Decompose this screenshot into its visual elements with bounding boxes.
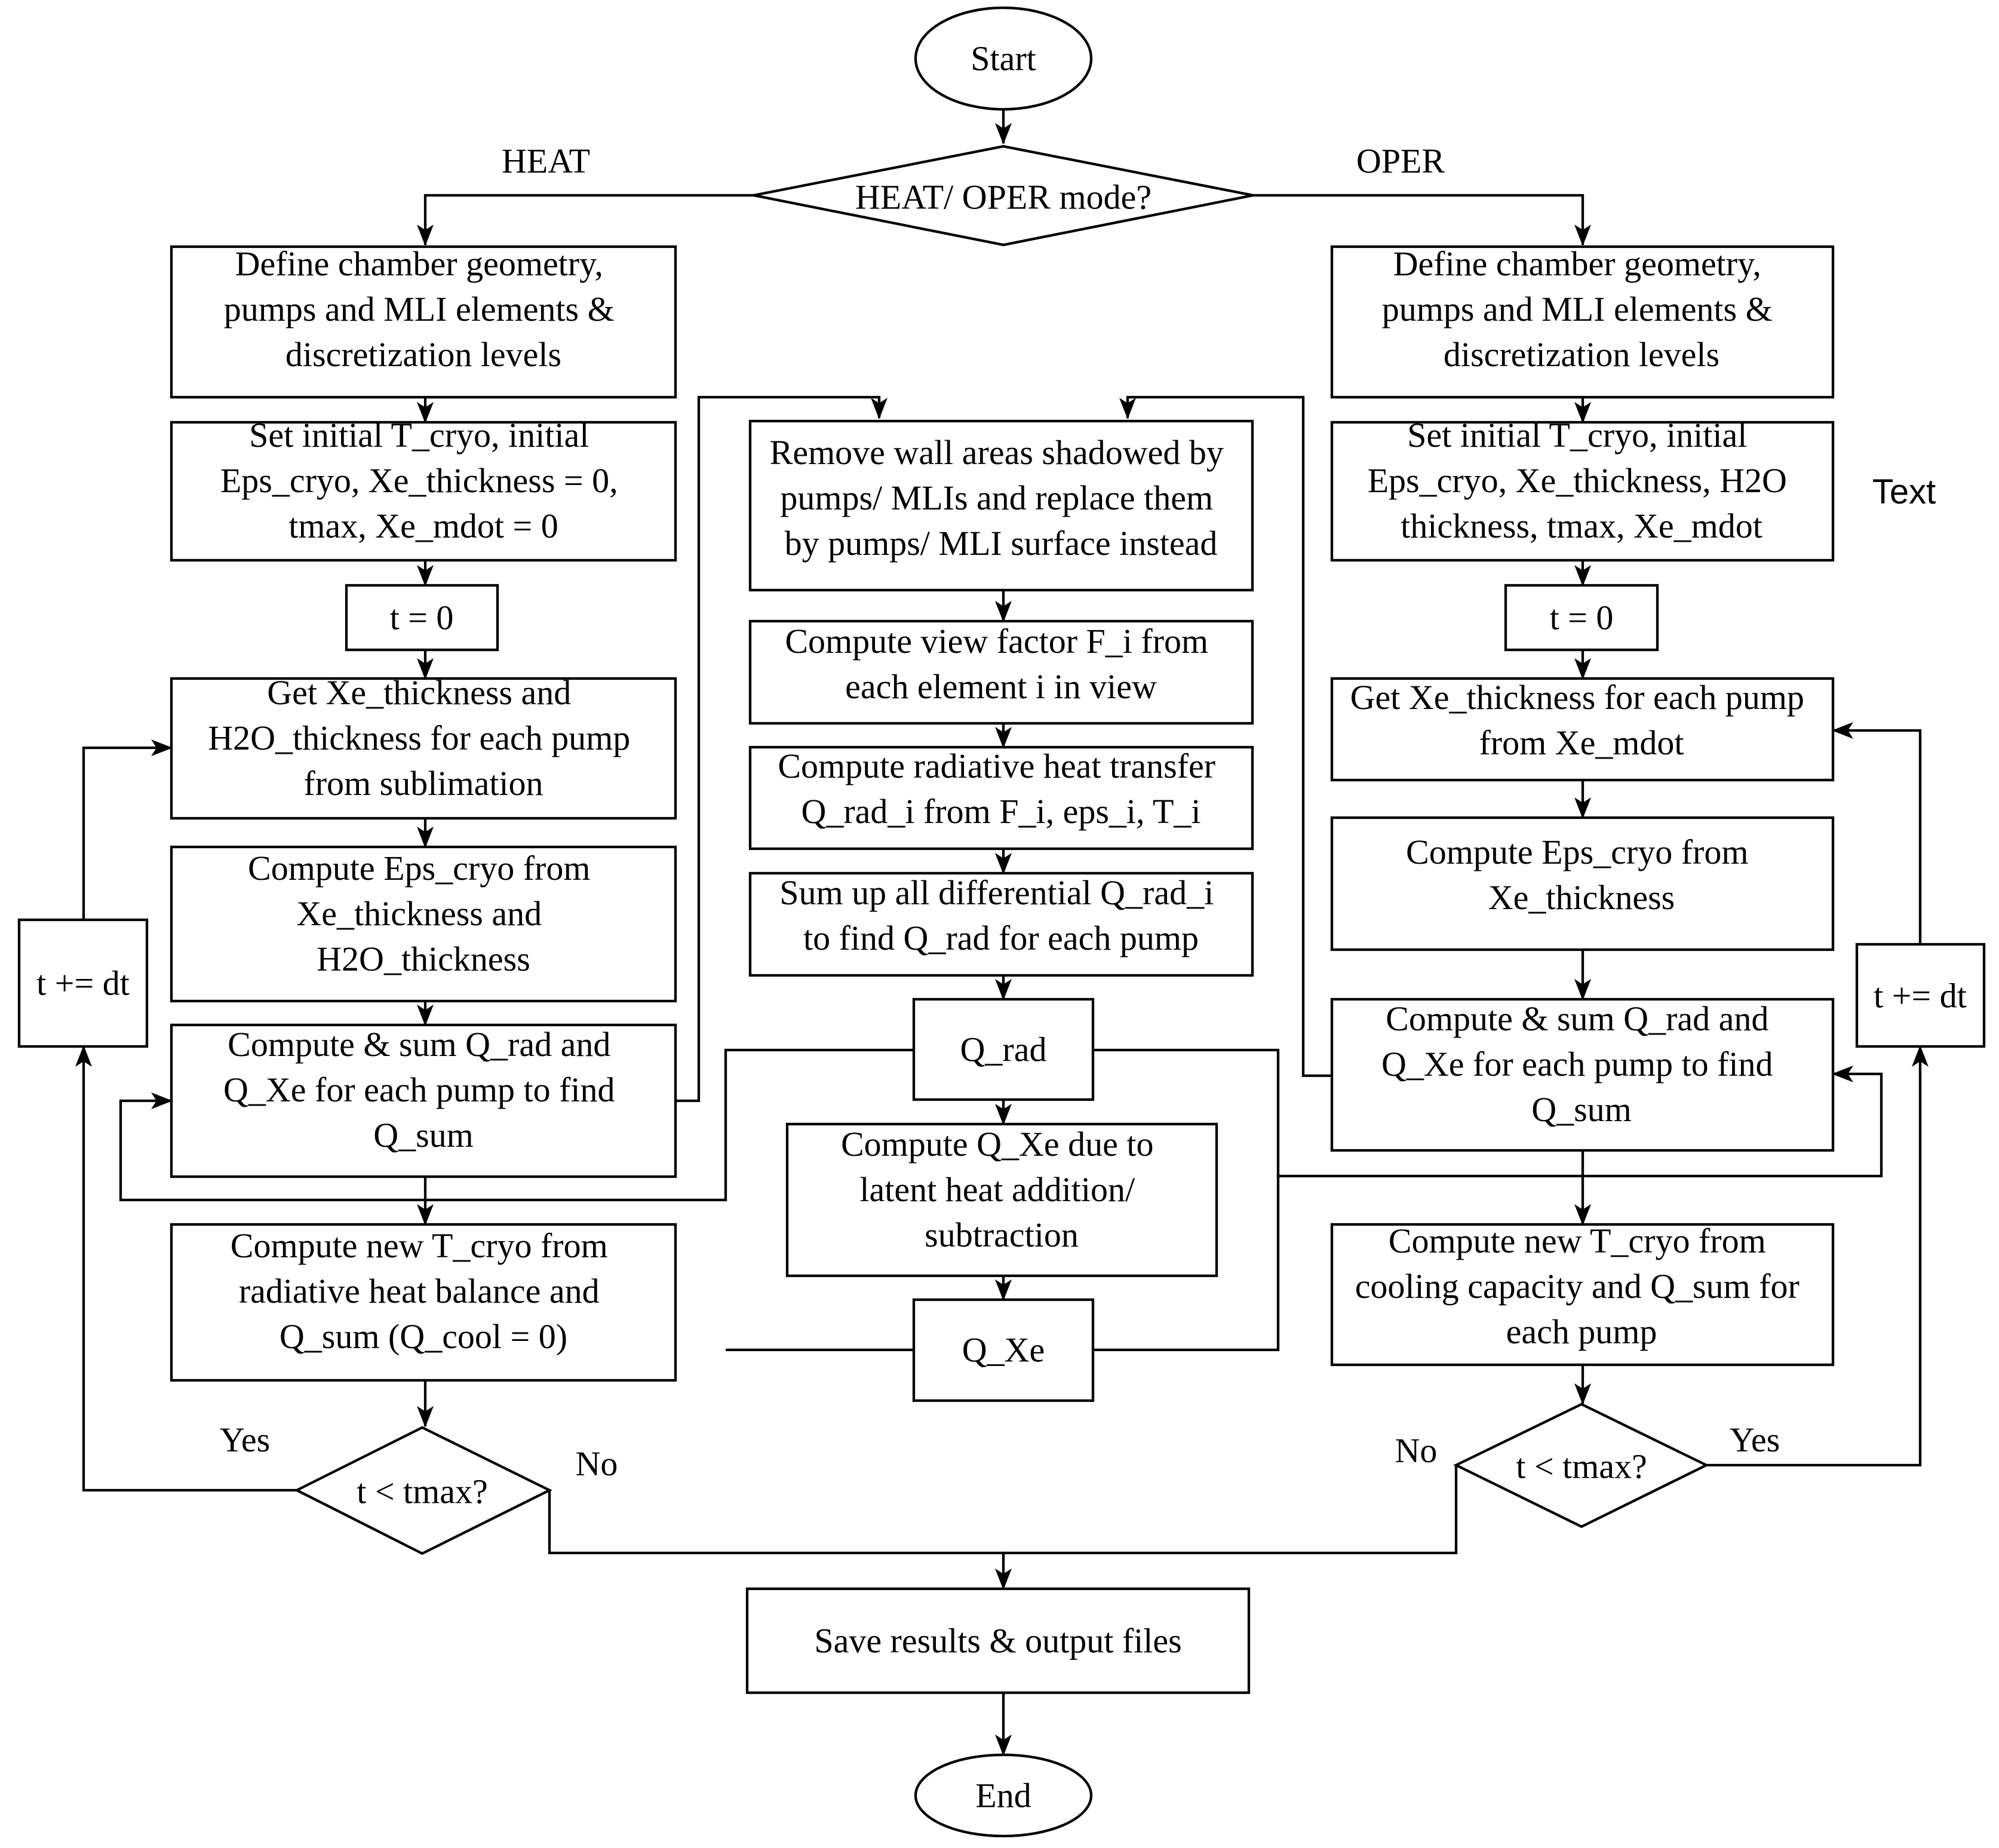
edge-oper-yes-to-incr [1706,1045,1929,1467]
oper-branch-label: OPER [1356,142,1445,180]
mid-latent-box [785,1122,1218,1278]
heat-no-label: No [576,1444,618,1483]
edge-qrad-qxe-to-heat-sum [119,1048,914,1202]
end-label: End [975,1776,1031,1815]
heat-condition-decision [294,1426,552,1555]
oper-increment-box [1855,943,1986,1048]
heat-init-box [170,420,677,562]
edge-mid-to-oper-sum [1278,1066,1883,1178]
heat-sum-text: Compute & sum Q_rad and Q_Xe for each pu… [223,1025,624,1155]
oper-define-text: Define chamber geometry, pumps and MLI e… [1382,244,1782,374]
oper-increment-text: t += dt [1874,977,1967,1015]
mid-remove-box [748,419,1254,592]
start-terminal [914,6,1093,111]
oper-condition-label: t < tmax? [1516,1447,1647,1486]
end-terminal [914,1753,1093,1838]
heat-newT-box [170,1223,677,1382]
edge-mode-to-heat [417,194,754,246]
oper-yes-label: Yes [1730,1420,1780,1459]
edge-heat-yes-to-incr [75,1045,297,1492]
oper-init-box [1330,420,1835,562]
oper-newT-box [1330,1223,1835,1367]
heat-yes-label: Yes [220,1420,270,1459]
start-label: Start [971,39,1036,78]
edge-heat-sum-to-mid [675,395,888,1103]
edge-oper-incr-to-getthick [1832,722,1922,944]
mid-radiative-text: Compute radiative heat transfer Q_rad_i … [778,747,1224,831]
edge-oper-no-to-save [1003,1465,1458,1555]
oper-t0-box [1504,584,1659,652]
edge-oper-sum-to-mid [1119,395,1332,1078]
heat-t0-text: t = 0 [390,598,454,637]
save-box [745,1587,1251,1694]
edge-heat-no-to-save [548,1490,1012,1590]
oper-t0-text: t = 0 [1550,598,1614,637]
edge-mode-to-oper [1253,194,1591,246]
heat-newT-text: Compute new T_cryo from radiative heat b… [231,1226,616,1356]
heat-getthick-text: Get Xe_thickness and H2O_thickness for e… [208,673,639,803]
heat-sum-box [170,1023,677,1178]
heat-define-text: Define chamber geometry, pumps and MLI e… [224,244,624,374]
mode-decision [753,145,1254,247]
oper-sum-text: Compute & sum Q_rad and Q_Xe for each pu… [1381,999,1782,1129]
oper-sum-box [1330,997,1835,1152]
heat-condition-label: t < tmax? [357,1472,488,1511]
oper-eps-box [1330,816,1835,951]
oper-init-text: Set initial T_cryo, initial Eps_cryo, Xe… [1368,416,1796,545]
oper-eps-text: Compute Eps_cryo from Xe_thickness [1406,833,1757,917]
mid-viewfactor-text: Compute view factor F_i from each elemen… [785,622,1217,706]
mid-qxe-text: Q_Xe [962,1331,1045,1370]
mid-radiative-box [748,745,1254,851]
heat-define-box [170,245,677,399]
oper-no-label: No [1395,1431,1438,1470]
mid-qrad-text: Q_rad [960,1030,1047,1069]
edge-labels: HEAT OPER Yes No No Yes Text [220,142,1936,1483]
mid-sumup-text: Sum up all differential Q_rad_i to find … [779,873,1222,957]
oper-newT-text: Compute new T_cryo from cooling capacity… [1355,1221,1808,1351]
save-text: Save results & output files [814,1622,1181,1660]
oper-condition-decision [1453,1402,1709,1528]
mid-qrad-box [912,997,1095,1101]
connectors [75,110,1929,1756]
mid-sumup-box [748,871,1254,977]
heat-t0-box [345,584,499,652]
oper-define-box [1330,245,1835,399]
mid-qxe-box [912,1298,1095,1402]
mid-viewfactor-box [748,619,1254,725]
stray-text-label: Text [1872,472,1936,511]
heat-eps-text: Compute Eps_cryo from Xe_thickness and H… [248,849,599,978]
nodes: Start End HEAT/ OPER mode? Define chambe… [17,6,1986,1838]
edge-heat-incr-to-getthick [82,739,173,920]
heat-branch-label: HEAT [502,142,590,180]
oper-getthick-text: Get Xe_thickness for each pump from Xe_m… [1350,678,1813,762]
heat-init-text: Set initial T_cryo, initial Eps_cryo, Xe… [220,416,627,545]
heat-eps-box [170,845,677,1003]
heat-getthick-box [170,677,677,820]
mid-remove-text: Remove wall areas shadowed by pumps/ MLI… [770,433,1233,563]
mid-latent-text: Compute Q_Xe due to latent heat addition… [841,1125,1162,1254]
heat-increment-text: t += dt [36,964,130,1003]
heat-increment-box [17,918,149,1048]
mode-decision-label: HEAT/ OPER mode? [855,178,1152,217]
edge-qrad-qxe-to-oper-sum [1093,1048,1280,1352]
oper-getthick-box [1330,677,1835,782]
